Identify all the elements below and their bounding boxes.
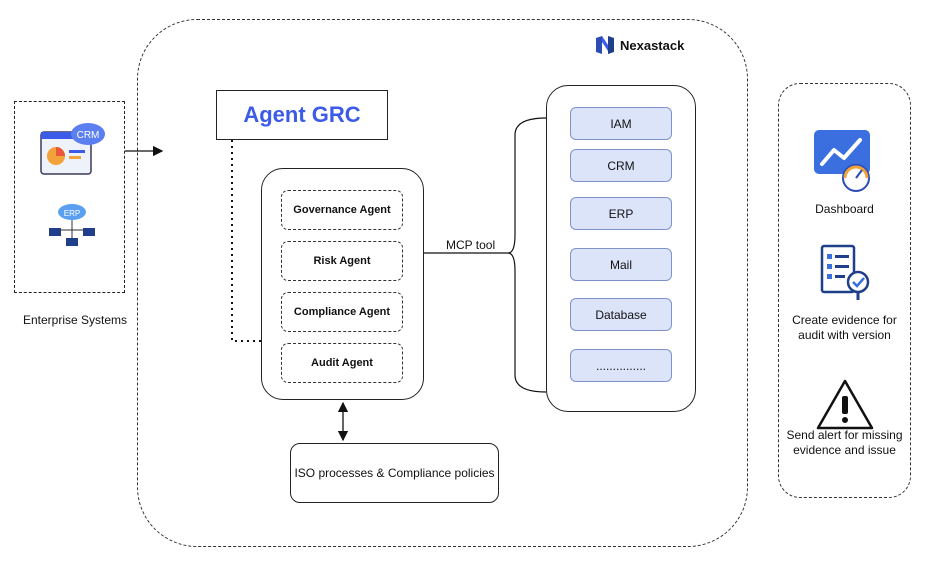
agent-grc-title: Agent GRC [216,90,388,140]
platform-boundary [137,19,748,547]
enterprise-systems-label: Enterprise Systems [22,313,128,327]
tool-crm: CRM [570,149,672,182]
crm-icon: CRM [40,123,105,175]
tool-iam: IAM [570,107,672,140]
alert-label: Send alert for missing evidence and issu… [786,428,903,457]
tool-more: ............... [570,349,672,382]
audit-agent: Audit Agent [281,343,403,383]
brand-name: Nexastack [620,37,685,53]
tool-erp: ERP [570,197,672,230]
crm-icon-label: CRM [77,130,100,141]
enterprise-systems-box: CRM ERP [14,101,125,293]
iso-policies-box: ISO processes & Compliance policies [290,443,499,503]
evidence-label: Create evidence for audit with version [792,313,897,342]
dashboard-icon [814,130,870,192]
erp-icon-label: ERP [64,209,80,218]
tool-database: Database [570,298,672,331]
dashboard-label: Dashboard [815,202,874,216]
mcp-tool-label: MCP tool [446,238,496,252]
nexastack-logo-icon [596,36,614,54]
erp-icon: ERP [49,204,95,246]
tool-mail: Mail [570,248,672,281]
nexastack-logo: Nexastack [594,34,684,56]
warning-icon [816,379,874,430]
governance-agent: Governance Agent [281,190,403,230]
risk-agent: Risk Agent [281,241,403,281]
checklist-icon [820,244,870,300]
compliance-agent: Compliance Agent [281,292,403,332]
outputs-container [778,83,911,498]
